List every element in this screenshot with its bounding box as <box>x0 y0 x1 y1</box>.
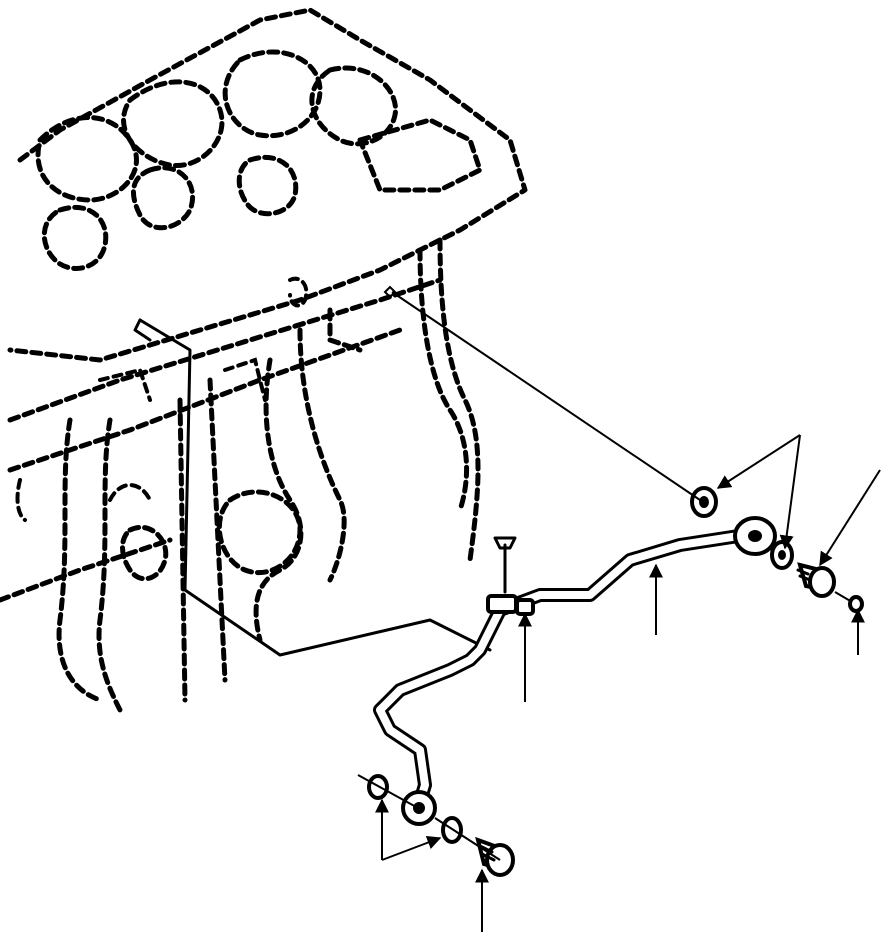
callout-arrows <box>375 434 881 932</box>
mounting-bracket <box>133 318 492 657</box>
clamp-bolt <box>515 598 535 616</box>
lower-banjo-fitting <box>401 790 437 826</box>
engine-block-phantom <box>0 7 528 713</box>
upper-banjo-fitting <box>733 516 777 556</box>
upper-sealing-washer-1 <box>690 486 718 518</box>
tube-clamp <box>486 536 518 614</box>
upper-banjo-bolt <box>796 562 836 598</box>
oil-tube <box>373 528 752 815</box>
leader-lines <box>357 285 853 861</box>
upper-sealing-washer-2 <box>770 540 794 570</box>
small-plug <box>848 595 864 613</box>
